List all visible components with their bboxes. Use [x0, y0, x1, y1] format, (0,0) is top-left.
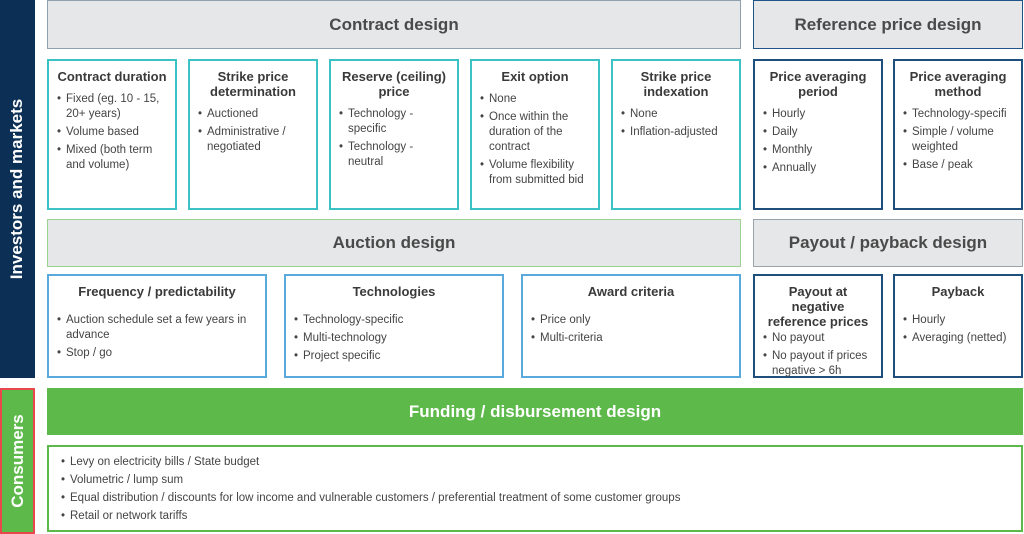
list-item: Equal distribution / discounts for low i…	[61, 491, 1009, 506]
list-item: Once within the duration of the contract	[480, 110, 590, 155]
list-item: Averaging (netted)	[903, 331, 1013, 346]
list-item: Price only	[531, 313, 731, 328]
card-list: Hourly Daily Monthly Annually	[763, 107, 873, 176]
card-list: Technology-specifi Simple / volume weigh…	[903, 107, 1013, 173]
card-title: Reserve (ceiling) price	[341, 69, 447, 99]
card-contract-duration: Contract duration Fixed (eg. 10 - 15, 20…	[47, 59, 177, 210]
list-item: Project specific	[294, 349, 494, 364]
list-item: Volume flexibility from submitted bid	[480, 158, 590, 188]
card-title: Payback	[931, 284, 985, 299]
card-list: Auctioned Administrative / negotiated	[198, 107, 308, 155]
reference-price-design-header: Reference price design	[753, 0, 1023, 49]
card-title: Contract duration	[57, 69, 167, 84]
card-reserve-ceiling-price: Reserve (ceiling) price Technology - spe…	[329, 59, 459, 210]
card-frequency-predictability: Frequency / predictability Auction sched…	[47, 274, 267, 378]
list-item: Technology-specific	[294, 313, 494, 328]
card-title: Price averaging period	[769, 69, 867, 99]
card-strike-price-indexation: Strike price indexation None Inflation-a…	[611, 59, 741, 210]
list-item: Auctioned	[198, 107, 308, 122]
list-item: Hourly	[903, 313, 1013, 328]
list-item: Daily	[763, 125, 873, 140]
card-exit-option: Exit option None Once within the duratio…	[470, 59, 600, 210]
list-item: Retail or network tariffs	[61, 509, 1009, 524]
list-item: Multi-technology	[294, 331, 494, 346]
list-item: Auction schedule set a few years in adva…	[57, 313, 257, 343]
side-band-consumers: Consumers	[0, 388, 35, 534]
payout-payback-design-header: Payout / payback design	[753, 219, 1023, 267]
auction-design-header: Auction design	[47, 219, 741, 267]
card-title: Exit option	[501, 69, 569, 84]
list-item: Hourly	[763, 107, 873, 122]
card-technologies: Technologies Technology-specific Multi-t…	[284, 274, 504, 378]
card-list: Price only Multi-criteria	[531, 313, 731, 346]
side-label-consumers: Consumers	[7, 414, 27, 508]
list-item: No payout	[763, 331, 873, 346]
contract-design-header: Contract design	[47, 0, 741, 49]
card-list: Levy on electricity bills / State budget…	[61, 455, 1009, 524]
card-payout-negative-reference-prices: Payout at negative reference prices No p…	[753, 274, 883, 378]
list-item: Stop / go	[57, 346, 257, 361]
card-title: Strike price indexation	[640, 69, 712, 99]
card-list: Auction schedule set a few years in adva…	[57, 313, 257, 361]
list-item: Inflation-adjusted	[621, 125, 731, 140]
card-title: Frequency / predictability	[78, 284, 236, 299]
card-list: No payout No payout if prices negative >…	[763, 331, 873, 379]
list-item: Administrative / negotiated	[198, 125, 308, 155]
card-title: Technologies	[352, 284, 436, 299]
list-item: No payout if prices negative > 6h	[763, 349, 873, 379]
list-item: Monthly	[763, 143, 873, 158]
card-list: Fixed (eg. 10 - 15, 20+ years) Volume ba…	[57, 92, 167, 173]
list-item: Volume based	[57, 125, 167, 140]
list-item: None	[480, 92, 590, 107]
card-list: Technology-specific Multi-technology Pro…	[294, 313, 494, 364]
card-price-averaging-method: Price averaging method Technology-specif…	[893, 59, 1023, 210]
side-label-investors: Investors and markets	[7, 98, 27, 280]
card-strike-price-determination: Strike price determination Auctioned Adm…	[188, 59, 318, 210]
card-list: Technology - specific Technology - neutr…	[339, 107, 449, 170]
list-item: Base / peak	[903, 158, 1013, 173]
list-item: Multi-criteria	[531, 331, 731, 346]
card-price-averaging-period: Price averaging period Hourly Daily Mont…	[753, 59, 883, 210]
list-item: Volumetric / lump sum	[61, 473, 1009, 488]
card-list: Hourly Averaging (netted)	[903, 313, 1013, 346]
list-item: Levy on electricity bills / State budget	[61, 455, 1009, 470]
list-item: Technology-specifi	[903, 107, 1013, 122]
card-list: None Inflation-adjusted	[621, 107, 731, 140]
funding-disbursement-design-header: Funding / disbursement design	[47, 388, 1023, 435]
card-award-criteria: Award criteria Price only Multi-criteria	[521, 274, 741, 378]
list-item: Technology - neutral	[339, 140, 449, 170]
list-item: Mixed (both term and volume)	[57, 143, 167, 173]
card-title: Strike price determination	[210, 69, 296, 99]
card-title: Price averaging method	[909, 69, 1007, 99]
card-list: None Once within the duration of the con…	[480, 92, 590, 188]
list-item: Annually	[763, 161, 873, 176]
card-payback: Payback Hourly Averaging (netted)	[893, 274, 1023, 378]
side-band-investors: Investors and markets	[0, 0, 35, 378]
list-item: Technology - specific	[339, 107, 449, 137]
list-item: Simple / volume weighted	[903, 125, 1013, 155]
card-title: Award criteria	[587, 284, 675, 299]
list-item: Fixed (eg. 10 - 15, 20+ years)	[57, 92, 167, 122]
card-title: Payout at negative reference prices	[767, 284, 869, 329]
funding-disbursement-options: Levy on electricity bills / State budget…	[47, 445, 1023, 532]
list-item: None	[621, 107, 731, 122]
